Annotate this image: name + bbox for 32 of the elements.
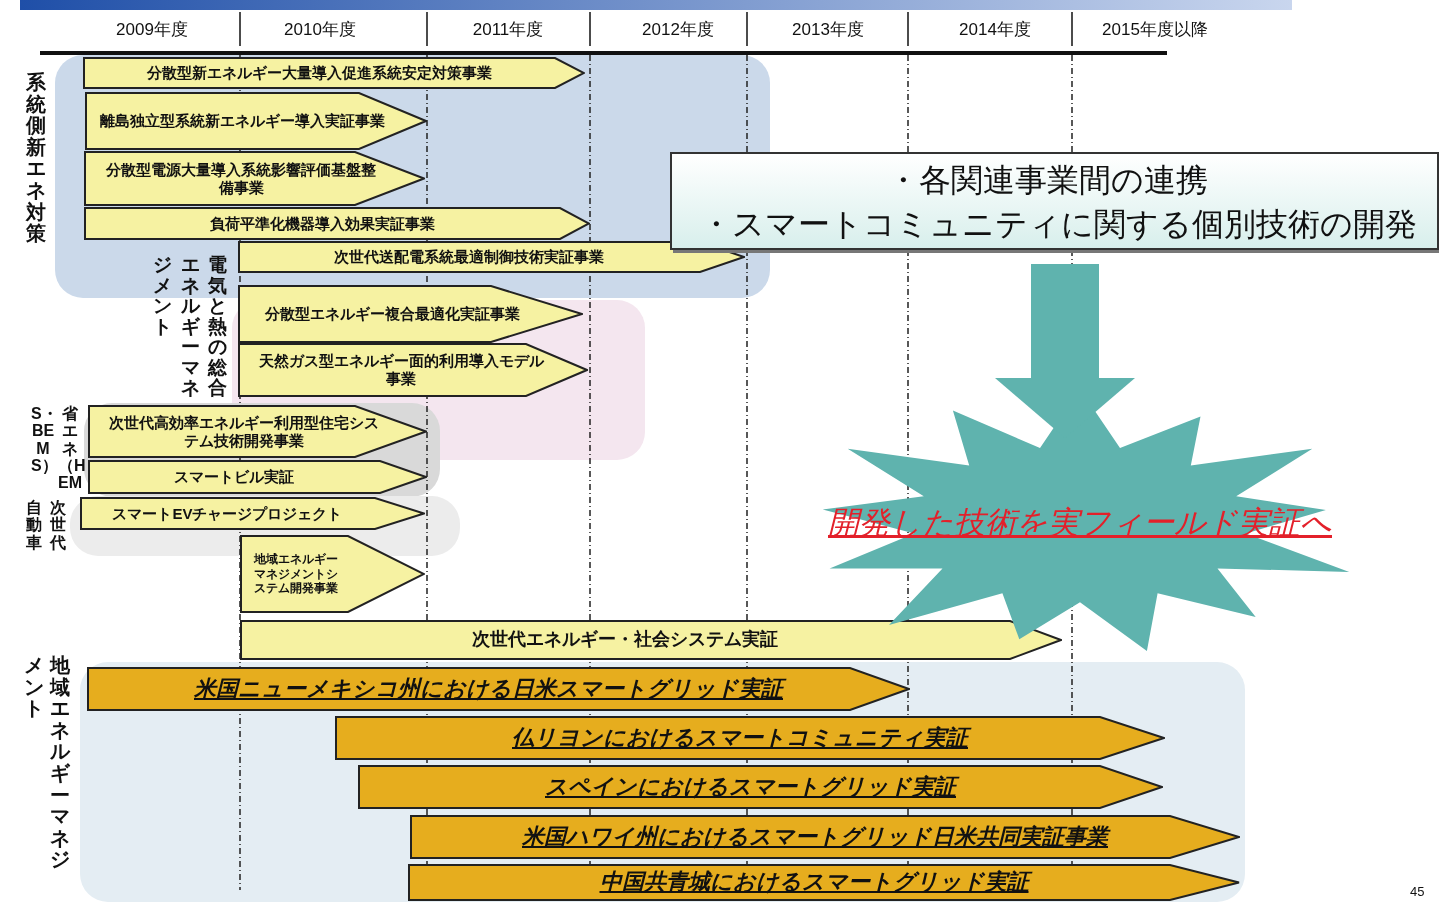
schedule-bar: 次世代高効率エネルギー利用型住宅システム技術開発事業 bbox=[88, 405, 427, 458]
schedule-bar: 中国共青城におけるスマートグリッド実証 bbox=[408, 864, 1240, 901]
schedule-bar: 分散型新エネルギー大量導入促進系統安定対策事業 bbox=[83, 57, 585, 89]
bullet-text: ・スマートコミュニティに関する個別技術の開発 bbox=[700, 205, 1417, 244]
schedule-bar: スペインにおけるスマートグリッド実証 bbox=[358, 765, 1163, 809]
schedule-bar: 分散型エネルギー複合最適化実証事業 bbox=[238, 285, 583, 343]
year-label: 2015年度以降 bbox=[1102, 20, 1208, 39]
schedule-bar: スマートEVチャージプロジェクト bbox=[80, 497, 425, 530]
page-number: 45 bbox=[1410, 884, 1425, 899]
year-label: 2012年度 bbox=[642, 20, 714, 39]
schedule-bar: 米国ハワイ州におけるスマートグリッド日米共同実証事業 bbox=[410, 815, 1240, 859]
year-label: 2009年度 bbox=[116, 20, 188, 39]
category-label: 系統側新エネ対策 bbox=[24, 72, 47, 247]
schedule-bar: スマートビル実証 bbox=[88, 460, 427, 494]
schedule-bar: 次世代エネルギー・社会システム実証 bbox=[240, 620, 1062, 660]
schedule-bar: 次世代送配電系統最適制御技術実証事業 bbox=[238, 241, 745, 273]
category-label: 電気と熱の総合エネルギーマネジメント bbox=[151, 255, 229, 401]
year-label: 2011年度 bbox=[472, 20, 544, 39]
schedule-bar: 仏リヨンにおけるスマートコミュニティ実証 bbox=[335, 716, 1165, 760]
bullet-text: ・各関連事業間の連携 bbox=[887, 161, 1208, 200]
schedule-bar: 米国ニューメキシコ州における日米スマートグリッド実証 bbox=[87, 667, 910, 711]
schedule-bar: 天然ガス型エネルギー面的利用導入モデル事業 bbox=[238, 343, 588, 397]
schedule-bar: 負荷平準化機器導入効果実証事業 bbox=[84, 207, 590, 240]
message-box bbox=[670, 152, 1439, 250]
category-label: 次世代自動車 bbox=[25, 499, 67, 553]
category-label: 地域エネルギーマネジメント bbox=[22, 655, 72, 873]
year-label: 2013年度 bbox=[792, 20, 864, 39]
schedule-bar: 地域エネルギーマネジメントシステム開発事業 bbox=[240, 535, 425, 613]
schedule-bar: 分散型電源大量導入系統影響評価基盤整備事業 bbox=[84, 151, 425, 206]
schedule-bar: 離島独立型系統新エネルギー導入実証事業 bbox=[85, 92, 427, 150]
year-label: 2014年度 bbox=[959, 20, 1031, 39]
year-label: 2010年度 bbox=[284, 20, 356, 39]
